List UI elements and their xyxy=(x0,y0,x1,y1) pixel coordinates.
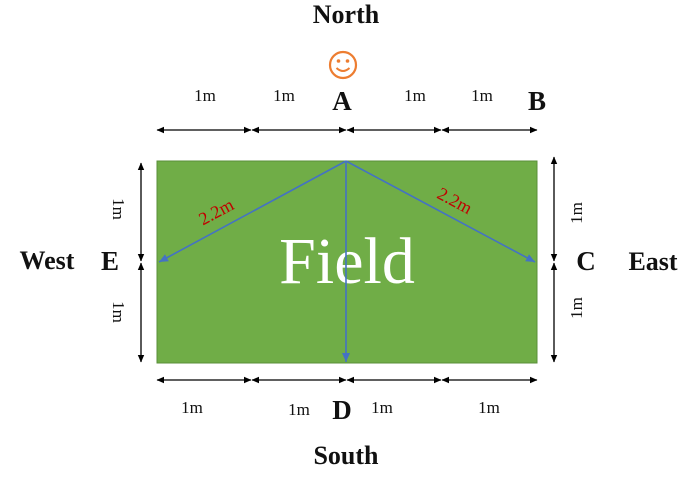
direction-south: South xyxy=(313,441,379,470)
smiley-face-icon xyxy=(328,50,358,80)
field-label: Field xyxy=(279,225,415,298)
point-b: B xyxy=(528,86,546,116)
direction-north: North xyxy=(313,0,380,29)
top-dim-label-3: 1m xyxy=(404,86,426,105)
top-dim-label-4: 1m xyxy=(471,86,493,105)
point-e: E xyxy=(101,246,119,276)
direction-east: East xyxy=(628,247,677,276)
bottom-dim-label-4: 1m xyxy=(478,398,500,417)
line-a-to-e xyxy=(158,160,347,263)
point-a: A xyxy=(332,86,352,116)
bottom-dim-label-1: 1m xyxy=(181,398,203,417)
field-rectangle xyxy=(156,160,538,364)
top-dim-label-2: 1m xyxy=(273,86,295,105)
right-dim-label-2: 1m xyxy=(567,297,586,319)
right-dim-label-1: 1m xyxy=(567,202,586,224)
bottom-dim-label-3: 1m xyxy=(371,398,393,417)
left-dim-label-1: 1m xyxy=(109,198,128,220)
point-d: D xyxy=(332,395,352,425)
left-dim-label-2: 1m xyxy=(109,301,128,323)
top-dim-label-1: 1m xyxy=(194,86,216,105)
bottom-dim-label-2: 1m xyxy=(288,400,310,419)
line-a-to-c xyxy=(345,160,536,263)
direction-west: West xyxy=(20,246,75,275)
point-c: C xyxy=(576,246,596,276)
